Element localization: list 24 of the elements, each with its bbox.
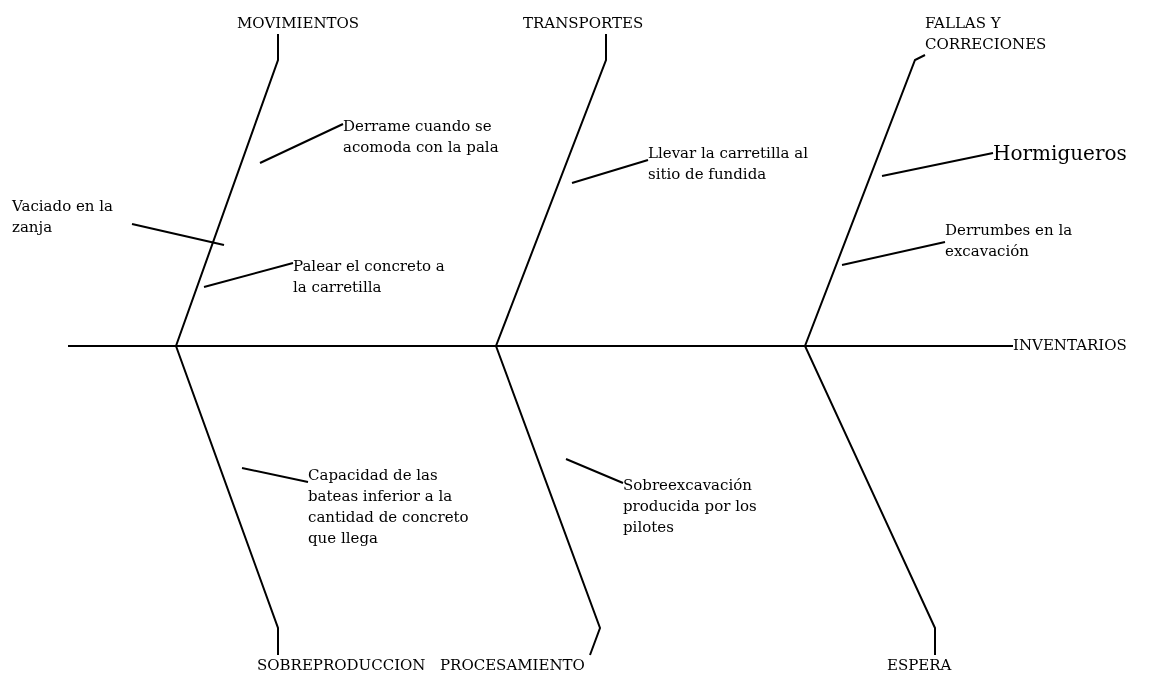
- cause-text: Derrumbes en la excavación: [945, 220, 1115, 262]
- category-label: PROCESAMIENTO: [440, 655, 590, 676]
- leader-line: [841, 241, 946, 266]
- category-label: SOBREPRODUCCION: [257, 655, 427, 676]
- cause-text: Llevar la carretilla al sitio de fundida: [648, 143, 813, 185]
- category-label: FALLAS Y CORRECIONES: [925, 13, 1075, 55]
- cause-text: Vaciado en la zanja: [12, 196, 132, 238]
- category-label: ESPERA: [887, 655, 967, 676]
- leader-line: [881, 152, 994, 177]
- effect-label: INVENTARIOS: [1013, 335, 1158, 356]
- leader-line: [131, 223, 225, 246]
- category-label: TRANSPORTES: [523, 13, 653, 34]
- leader-line: [241, 467, 309, 483]
- category-label: MOVIMIENTOS: [237, 13, 367, 34]
- leader-line: [565, 458, 624, 484]
- cause-text: Derrame cuando se acomoda con la pala: [343, 116, 533, 158]
- leader-line: [259, 123, 344, 164]
- cause-text: Hormigueros: [993, 140, 1143, 166]
- cause-text: Sobreexcavación producida por los pilotes: [623, 475, 798, 538]
- bone-line: [803, 345, 1014, 656]
- leader-line: [571, 159, 649, 184]
- cause-text: Capacidad de las bateas inferior a la cantidad de concreto que llega: [308, 465, 473, 549]
- cause-text: Palear el concreto a la carretilla: [293, 256, 453, 298]
- leader-line: [203, 262, 294, 288]
